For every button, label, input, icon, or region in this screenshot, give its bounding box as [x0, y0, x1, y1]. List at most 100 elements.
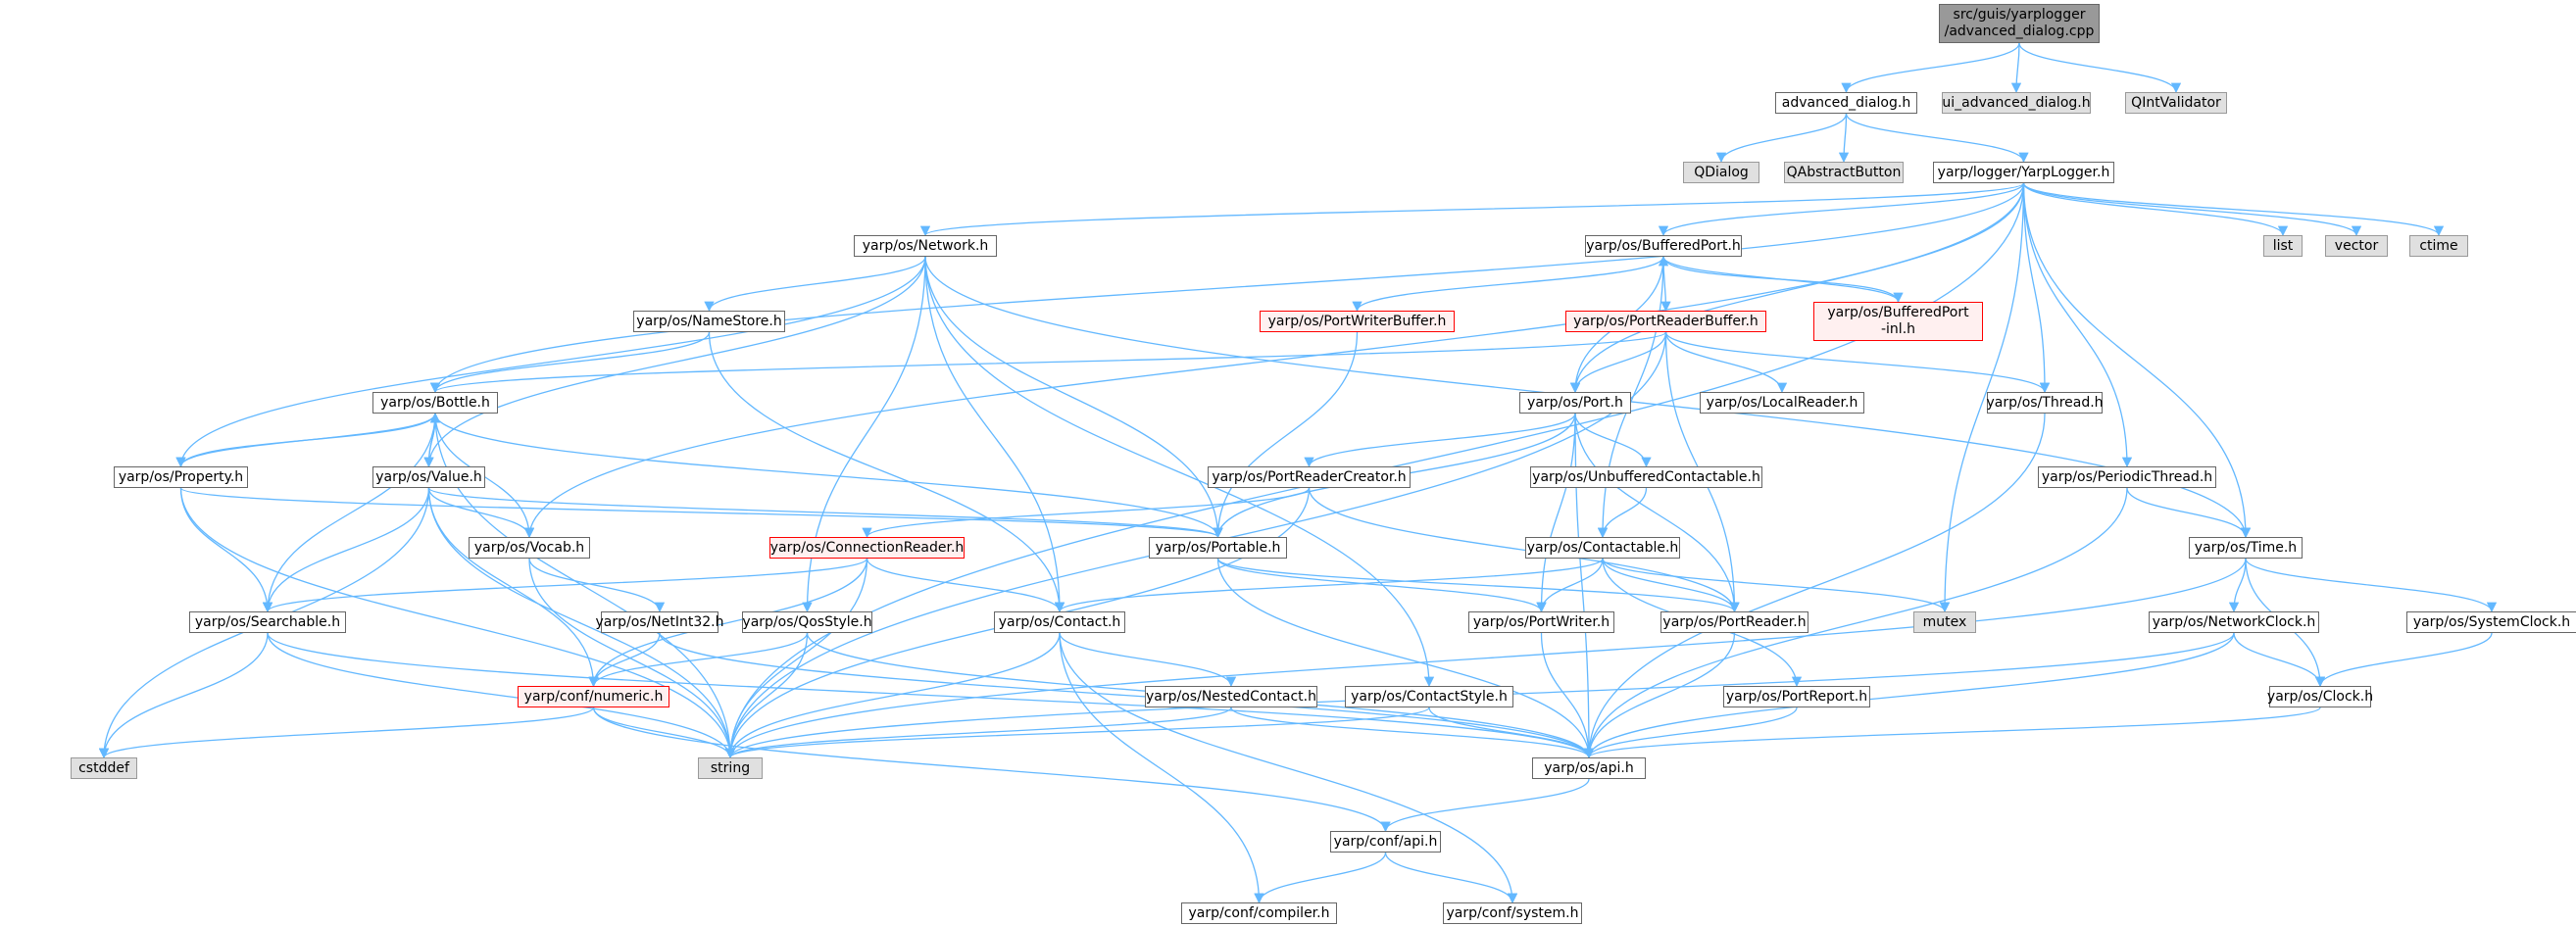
- node-unbufcontact[interactable]: yarp/os/UnbufferedContactable.h: [1530, 466, 1762, 488]
- node-label: yarp/os/Property.h: [118, 469, 244, 485]
- node-localreader[interactable]: yarp/os/LocalReader.h: [1700, 392, 1864, 414]
- edge-osapi-to-confapi: [1380, 778, 1590, 833]
- node-label: mutex: [1922, 614, 1967, 630]
- edge-namestore-to-contact: [708, 331, 1065, 613]
- edge-yarplogger-to-bottle: [429, 182, 2025, 394]
- node-numeric[interactable]: yarp/conf/numeric.h: [518, 686, 669, 707]
- edge-netint32-to-osapi: [659, 632, 1595, 759]
- edge-periodicthread-to-time: [2126, 487, 2252, 539]
- edge-numeric-to-string: [592, 707, 736, 759]
- node-label: yarp/os/LocalReader.h: [1706, 395, 1858, 411]
- node-port[interactable]: yarp/os/Port.h: [1519, 392, 1631, 414]
- edge-time-to-systemclock: [2245, 558, 2498, 613]
- node-label: yarp/os/PortReaderCreator.h: [1212, 469, 1407, 485]
- node-portreader[interactable]: yarp/os/PortReader.h: [1660, 611, 1808, 633]
- node-value[interactable]: yarp/os/Value.h: [372, 466, 485, 488]
- edge-adv-to-yarplogger: [1845, 113, 2029, 164]
- edge-root-to-adv: [1841, 42, 2020, 94]
- edge-portwriter-to-osapi: [1540, 632, 1595, 759]
- node-label: yarp/os/UnbufferedContactable.h: [1532, 469, 1760, 485]
- node-label: QIntValidator: [2131, 95, 2221, 111]
- node-network[interactable]: yarp/os/Network.h: [854, 235, 997, 257]
- edge-confapi-to-system: [1384, 852, 1518, 904]
- edge-network-to-contact: [924, 256, 1065, 613]
- edge-property-to-bottle: [179, 412, 441, 467]
- node-label: /advanced_dialog.cpp: [1944, 24, 2095, 39]
- node-label: yarp/os/Thread.h: [1986, 395, 2104, 411]
- node-label: yarp/os/Network.h: [862, 238, 989, 254]
- node-label: vector: [2334, 238, 2379, 254]
- node-portwriter[interactable]: yarp/os/PortWriter.h: [1468, 611, 1614, 633]
- node-cstddef: cstddef: [71, 757, 137, 779]
- edge-connreader-to-searchable: [263, 558, 868, 613]
- node-vector: vector: [2325, 235, 2388, 257]
- edge-portable-to-portreader: [1216, 558, 1740, 613]
- node-searchable[interactable]: yarp/os/Searchable.h: [189, 611, 346, 633]
- node-list: list: [2263, 235, 2303, 257]
- edge-bottle-to-searchable: [262, 413, 436, 613]
- node-label: yarp/conf/compiler.h: [1188, 905, 1330, 921]
- node-contact[interactable]: yarp/os/Contact.h: [994, 611, 1125, 633]
- edge-confapi-to-compiler: [1254, 852, 1387, 904]
- edge-portreaderbuf-to-port: [1569, 331, 1667, 394]
- node-label: yarp/conf/api.h: [1333, 834, 1438, 850]
- node-label: ui_advanced_dialog.h: [1942, 95, 2091, 111]
- node-label: cstddef: [78, 760, 129, 776]
- node-bufport[interactable]: yarp/os/BufferedPort.h: [1585, 235, 1742, 257]
- node-connreader[interactable]: yarp/os/ConnectionReader.h: [769, 537, 965, 559]
- edge-port-to-portreadercreator: [1304, 413, 1576, 468]
- node-bottle[interactable]: yarp/os/Bottle.h: [372, 392, 498, 414]
- edge-property-to-portable: [179, 487, 1223, 539]
- node-networkclock[interactable]: yarp/os/NetworkClock.h: [2149, 611, 2319, 633]
- edge-time-to-string: [724, 558, 2247, 759]
- edge-contact-to-compiler: [1059, 632, 1264, 904]
- node-label: yarp/os/PortReaderBuffer.h: [1573, 314, 1759, 329]
- node-namestore[interactable]: yarp/os/NameStore.h: [633, 311, 785, 332]
- node-portable[interactable]: yarp/os/Portable.h: [1149, 537, 1287, 559]
- node-systemclock[interactable]: yarp/os/SystemClock.h: [2406, 611, 2576, 633]
- node-confapi[interactable]: yarp/conf/api.h: [1330, 831, 1441, 853]
- edge-qosstyle-to-numeric: [588, 632, 809, 688]
- edge-property-to-string: [179, 487, 736, 759]
- edge-nestedcontact-to-string: [724, 707, 1232, 759]
- node-netint32[interactable]: yarp/os/NetInt32.h: [596, 611, 724, 633]
- edge-nestedcontact-to-osapi: [1230, 707, 1595, 759]
- node-nestedcontact[interactable]: yarp/os/NestedContact.h: [1145, 686, 1317, 707]
- node-compiler[interactable]: yarp/conf/compiler.h: [1181, 902, 1337, 924]
- edge-numeric-to-cstddef: [98, 707, 595, 759]
- node-contactable[interactable]: yarp/os/Contactable.h: [1525, 537, 1680, 559]
- node-portreadercreator[interactable]: yarp/os/PortReaderCreator.h: [1208, 466, 1411, 488]
- node-periodicthread[interactable]: yarp/os/PeriodicThread.h: [2038, 466, 2216, 488]
- edge-network-to-namestore: [704, 256, 926, 313]
- node-label: yarp/os/BufferedPort: [1827, 305, 1969, 320]
- node-property[interactable]: yarp/os/Property.h: [114, 466, 248, 488]
- edge-value-to-bottle: [427, 412, 441, 467]
- node-vocab[interactable]: yarp/os/Vocab.h: [469, 537, 590, 559]
- node-label: yarp/conf/numeric.h: [523, 689, 664, 705]
- edge-contactable-to-contact: [1054, 558, 1604, 613]
- node-yarplogger[interactable]: yarp/logger/YarpLogger.h: [1933, 162, 2114, 183]
- node-label: yarp/os/Port.h: [1527, 395, 1623, 411]
- edge-unbufcontact-to-contactable: [1597, 487, 1648, 539]
- node-osapi[interactable]: yarp/os/api.h: [1532, 757, 1646, 779]
- node-label: ctime: [2419, 238, 2458, 254]
- node-contactstyle[interactable]: yarp/os/ContactStyle.h: [1345, 686, 1513, 707]
- node-label: yarp/os/PortReport.h: [1725, 689, 1868, 705]
- node-system[interactable]: yarp/conf/system.h: [1443, 902, 1582, 924]
- node-adv[interactable]: advanced_dialog.h: [1775, 92, 1917, 114]
- node-portreport[interactable]: yarp/os/PortReport.h: [1723, 686, 1870, 707]
- node-bufportinl[interactable]: yarp/os/BufferedPort-inl.h: [1813, 302, 1983, 341]
- node-time[interactable]: yarp/os/Time.h: [2189, 537, 2303, 559]
- edge-port-to-unbufcontact: [1574, 413, 1652, 468]
- edge-searchable-to-cstddef: [98, 632, 269, 759]
- node-portwriterbuf[interactable]: yarp/os/PortWriterBuffer.h: [1260, 311, 1455, 332]
- edge-portreadercreator-to-portreader: [1308, 487, 1740, 613]
- node-qosstyle[interactable]: yarp/os/QosStyle.h: [742, 611, 872, 633]
- node-label: yarp/os/QosStyle.h: [742, 614, 872, 630]
- node-thread[interactable]: yarp/os/Thread.h: [1986, 392, 2104, 414]
- node-label: yarp/os/Vocab.h: [473, 540, 585, 556]
- node-portreaderbuf[interactable]: yarp/os/PortReaderBuffer.h: [1565, 311, 1766, 332]
- node-clock[interactable]: yarp/os/Clock.h: [2267, 686, 2373, 707]
- edge-connreader-to-contact: [866, 558, 1065, 613]
